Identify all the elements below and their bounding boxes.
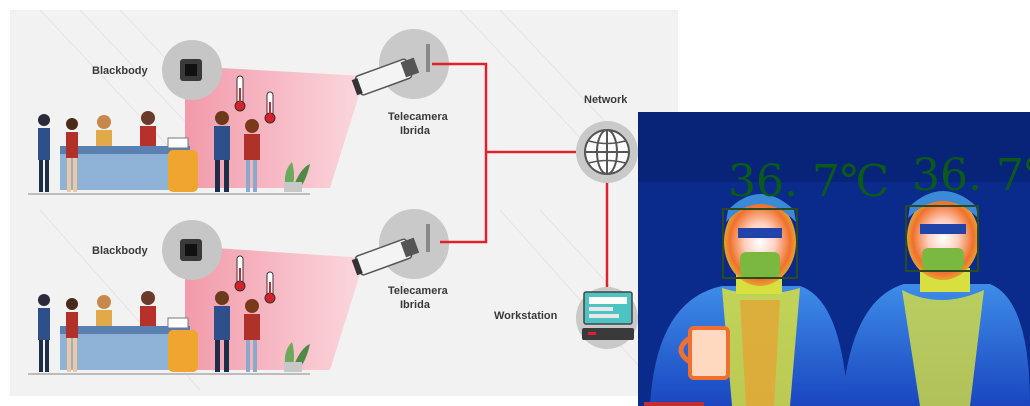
reception-scene bbox=[28, 291, 310, 375]
top-row: Blackbody bbox=[28, 29, 449, 195]
temperature-reading: 36. 7℃ bbox=[912, 150, 1030, 201]
blackbody-label: Blackbody bbox=[92, 245, 149, 257]
camera-label-line-2: Ibrida bbox=[400, 299, 431, 311]
camera-label-line-1: Telecamera bbox=[388, 111, 449, 123]
thermometer-icon bbox=[234, 75, 246, 112]
camera-label-line-1: Telecamera bbox=[388, 285, 449, 297]
thermal-camera-view: 36. 7℃ 36. 7℃ bbox=[638, 112, 1030, 406]
network-label: Network bbox=[584, 94, 628, 106]
thermometer-icon bbox=[264, 271, 276, 304]
face-detection-box bbox=[722, 208, 798, 279]
thermometer-icon bbox=[264, 91, 276, 124]
thermal-person bbox=[650, 194, 848, 406]
blackbody-device bbox=[162, 220, 222, 280]
bottom-row: Blackbody bbox=[28, 209, 449, 375]
thermal-person bbox=[842, 191, 1030, 406]
face-detection-box bbox=[905, 205, 979, 272]
hybrid-camera bbox=[351, 29, 449, 99]
network-links bbox=[432, 62, 609, 292]
blackbody-device bbox=[162, 40, 222, 100]
hybrid-camera bbox=[351, 209, 449, 279]
blackbody-label: Blackbody bbox=[92, 65, 149, 77]
temperature-reading: 36. 7℃ bbox=[728, 156, 889, 207]
reception-scene bbox=[28, 111, 310, 195]
workstation-label: Workstation bbox=[494, 310, 558, 322]
globe-icon bbox=[576, 121, 638, 183]
camera-label-line-2: Ibrida bbox=[400, 125, 431, 137]
thermometer-icon bbox=[234, 255, 246, 292]
workstation-icon bbox=[576, 287, 638, 349]
